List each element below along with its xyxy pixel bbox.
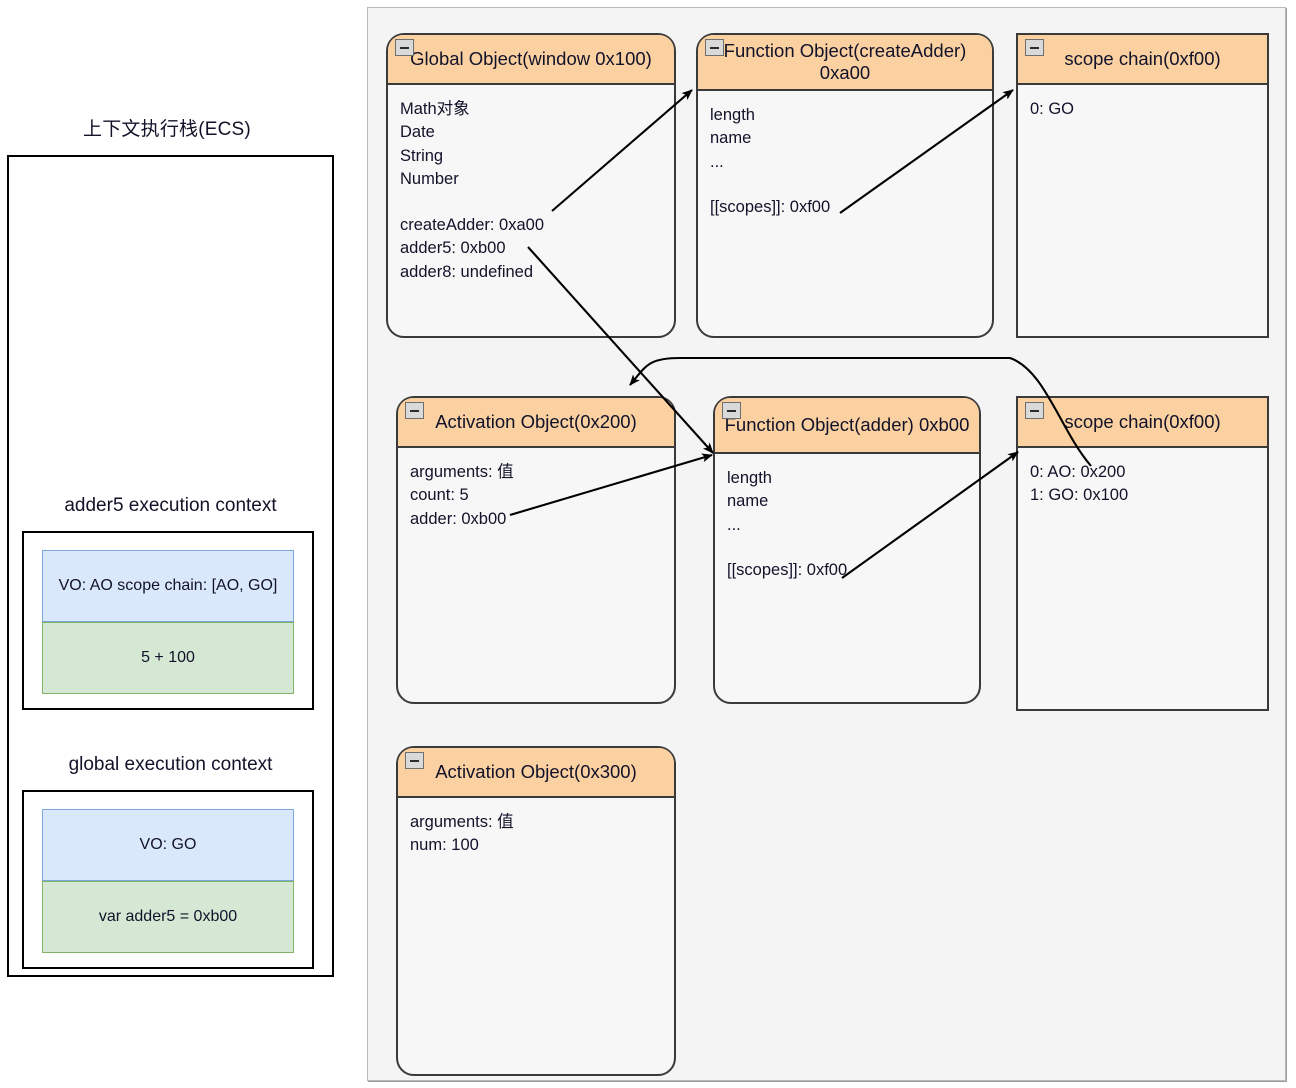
global-execution-context-label: global execution context — [68, 754, 273, 775]
scope-chain-bottom-header[interactable]: scope chain(0xf00) — [1018, 398, 1267, 448]
global-object-box[interactable]: Global Object(window 0x100) Math对象 Date … — [386, 33, 676, 338]
fo-createadder-scopes: [[scopes]]: 0xf00 — [710, 198, 831, 217]
minus-icon[interactable] — [405, 402, 424, 419]
adder5-execution-context-label: adder5 execution context — [64, 495, 277, 516]
minus-icon[interactable] — [395, 39, 414, 56]
scope-chain-top-body: 0: GO — [1030, 100, 1075, 118]
activation-object-200-box[interactable]: Activation Object(0x200) arguments: 值 co… — [396, 396, 676, 704]
global-object-title: Global Object(window 0x100) — [410, 48, 652, 70]
spacer — [710, 174, 992, 196]
spacer — [400, 192, 674, 214]
global-object-body: Math对象 Date String Number createAdder: 0x… — [388, 85, 674, 284]
adder5-vo-cell: VO: AO scope chain: [AO, GO] — [42, 550, 294, 622]
scope-chain-top-title: scope chain(0xf00) — [1064, 48, 1221, 70]
activation-object-300-body: arguments: 值 num: 100 — [410, 813, 514, 855]
minus-icon[interactable] — [405, 752, 424, 769]
function-object-adder-body: length name ... [[scopes]]: 0xf00 — [715, 454, 979, 583]
activation-object-200-body: arguments: 值 count: 5 adder: 0xb00 — [410, 463, 514, 528]
spacer — [727, 537, 979, 559]
heap-canvas: Global Object(window 0x100) Math对象 Date … — [367, 7, 1286, 1081]
global-object-vars: createAdder: 0xa00 adder5: 0xb00 adder8:… — [400, 215, 545, 281]
scope-chain-bottom-title: scope chain(0xf00) — [1064, 411, 1221, 433]
scope-chain-bottom-box[interactable]: scope chain(0xf00) 0: AO: 0x200 1: GO: 0… — [1016, 396, 1269, 711]
scope-chain-top-box[interactable]: scope chain(0xf00) 0: GO — [1016, 33, 1269, 338]
ecs-stack-title: 上下文执行栈(ECS) — [83, 119, 251, 140]
minus-icon[interactable] — [705, 39, 724, 56]
adder5-code-cell: 5 + 100 — [42, 622, 294, 694]
fo-adder-props: length name ... — [727, 469, 772, 534]
function-object-createadder-title: Function Object(createAdder) 0xa00 — [723, 40, 967, 83]
global-vo-cell: VO: GO — [42, 809, 294, 881]
minus-icon[interactable] — [1025, 402, 1044, 419]
activation-object-300-box[interactable]: Activation Object(0x300) arguments: 值 nu… — [396, 746, 676, 1076]
minus-icon[interactable] — [1025, 39, 1044, 56]
function-object-adder-header[interactable]: Function Object(adder) 0xb00 — [715, 398, 979, 454]
scope-chain-bottom-body: 0: AO: 0x200 1: GO: 0x100 — [1030, 463, 1129, 505]
activation-object-200-title: Activation Object(0x200) — [435, 411, 637, 433]
global-code-cell: var adder5 = 0xb00 — [42, 881, 294, 953]
activation-object-300-title: Activation Object(0x300) — [435, 761, 637, 783]
function-object-adder-box[interactable]: Function Object(adder) 0xb00 length name… — [713, 396, 981, 704]
fo-createadder-props: length name ... — [710, 106, 755, 171]
scope-chain-top-header[interactable]: scope chain(0xf00) — [1018, 35, 1267, 85]
function-object-createadder-body: length name ... [[scopes]]: 0xf00 — [698, 91, 992, 220]
function-object-createadder-header[interactable]: Function Object(createAdder) 0xa00 — [698, 35, 992, 91]
fo-adder-scopes: [[scopes]]: 0xf00 — [727, 561, 848, 580]
activation-object-300-header[interactable]: Activation Object(0x300) — [398, 748, 674, 798]
activation-object-200-header[interactable]: Activation Object(0x200) — [398, 398, 674, 448]
function-object-adder-title: Function Object(adder) 0xb00 — [724, 414, 970, 436]
minus-icon[interactable] — [722, 402, 741, 419]
global-object-header[interactable]: Global Object(window 0x100) — [388, 35, 674, 85]
function-object-createadder-box[interactable]: Function Object(createAdder) 0xa00 lengt… — [696, 33, 994, 338]
global-object-builtins: Math对象 Date String Number — [400, 100, 470, 189]
